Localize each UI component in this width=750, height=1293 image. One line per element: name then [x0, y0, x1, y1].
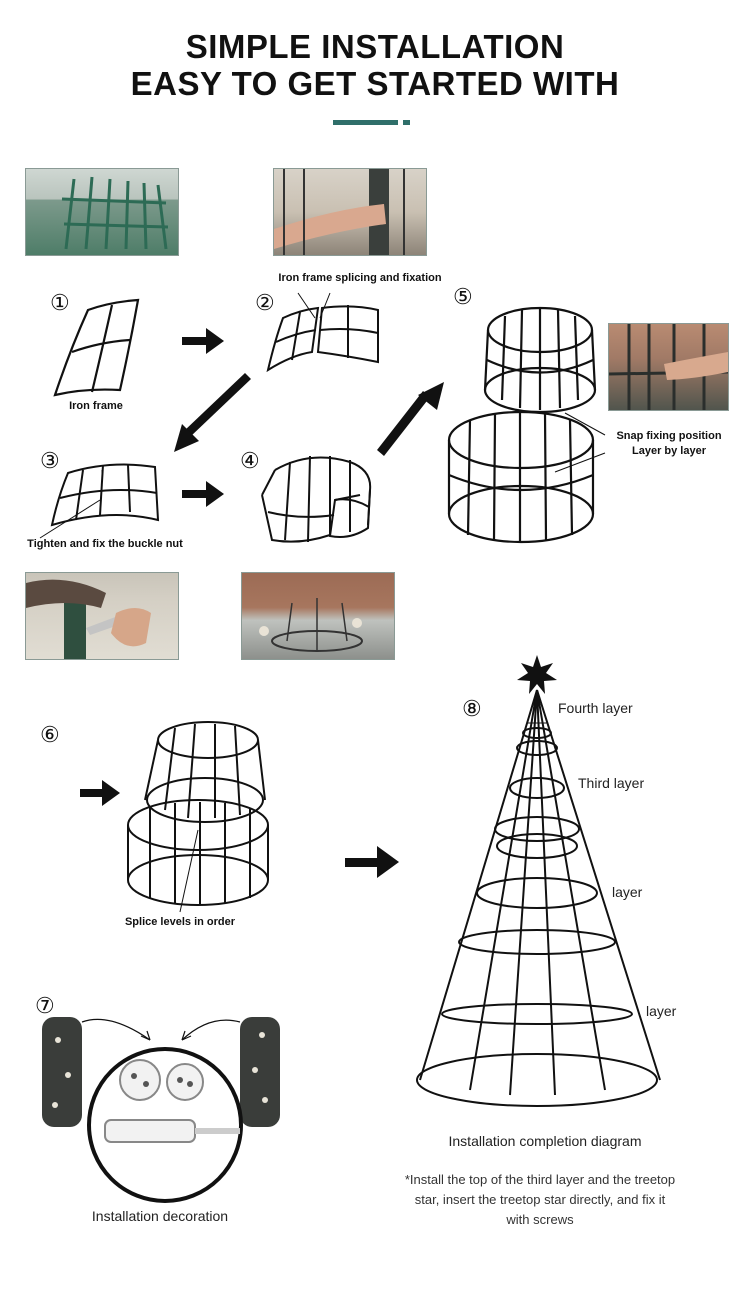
garland-left [42, 1017, 82, 1127]
layer-label-second: layer [612, 884, 643, 900]
completion-caption: Installation completion diagram [448, 1133, 642, 1149]
step-5-frames [447, 306, 597, 544]
photo-snap-fixing [608, 323, 729, 411]
layer-label-first: layer [646, 1003, 677, 1019]
step-5-caption-2: Layer by layer [632, 445, 706, 457]
layer-label-fourth: Fourth layer [558, 700, 633, 716]
install-note-line-2: star, insert the treetop star directly, … [414, 1192, 666, 1207]
step-7-number: ⑦ [35, 993, 55, 1018]
title-line-2: EASY TO GET STARTED WITH [130, 65, 620, 102]
photo-frame-splicing [273, 168, 427, 256]
step-1-number: ① [50, 290, 70, 315]
step-2-number: ② [255, 290, 275, 315]
install-note-line-1: *Install the top of the third layer and … [404, 1172, 676, 1187]
title-line-1: SIMPLE INSTALLATION [185, 28, 565, 65]
completed-tree-frame [416, 689, 661, 1107]
step-6-caption: Splice levels in order [124, 916, 236, 928]
arrow-step3-to-4 [182, 481, 224, 507]
step-6-frames [127, 721, 269, 906]
step-2-caption: Iron frame splicing and fixation [278, 272, 442, 284]
title-divider [333, 120, 398, 125]
arrow-step6-to-8 [345, 846, 399, 878]
photo-iron-frames [25, 168, 179, 256]
garland-right [240, 1017, 280, 1127]
tightening-illustration [26, 579, 151, 659]
frames-illustration [61, 176, 169, 250]
arrow-into-step-6 [80, 780, 120, 806]
step-7-caption: Installation decoration [91, 1208, 229, 1224]
step-4-number: ④ [240, 448, 260, 473]
step-3-number: ③ [40, 448, 60, 473]
step-4-frame [261, 455, 372, 543]
assembly-scene-illustration [259, 598, 363, 652]
arrow-step2-to-3 [174, 373, 251, 452]
step-5-caption-1: Snap fixing position [616, 430, 722, 442]
step-2-frames [266, 305, 379, 373]
title-divider-dot [403, 120, 410, 125]
splicing-illustration [274, 169, 405, 255]
step-1-caption: Iron frame [69, 400, 123, 412]
step-8-number: ⑧ [462, 696, 482, 721]
step-3-caption: Tighten and fix the buckle nut [27, 538, 183, 550]
step-1-frame [53, 298, 140, 397]
star-icon [517, 655, 557, 694]
arrow-step1-to-2 [182, 328, 224, 354]
layer-label-third: Third layer [578, 775, 645, 791]
arrow-step4-to-5 [377, 382, 444, 456]
snap-illustration [609, 324, 728, 410]
install-note-line-3: with screws [506, 1212, 574, 1227]
step-6-number: ⑥ [40, 722, 60, 747]
photo-assembly-scene [241, 572, 395, 660]
photo-tightening-nut [25, 572, 179, 660]
step-5-number: ⑤ [453, 284, 473, 309]
step-3-frame [50, 463, 160, 527]
